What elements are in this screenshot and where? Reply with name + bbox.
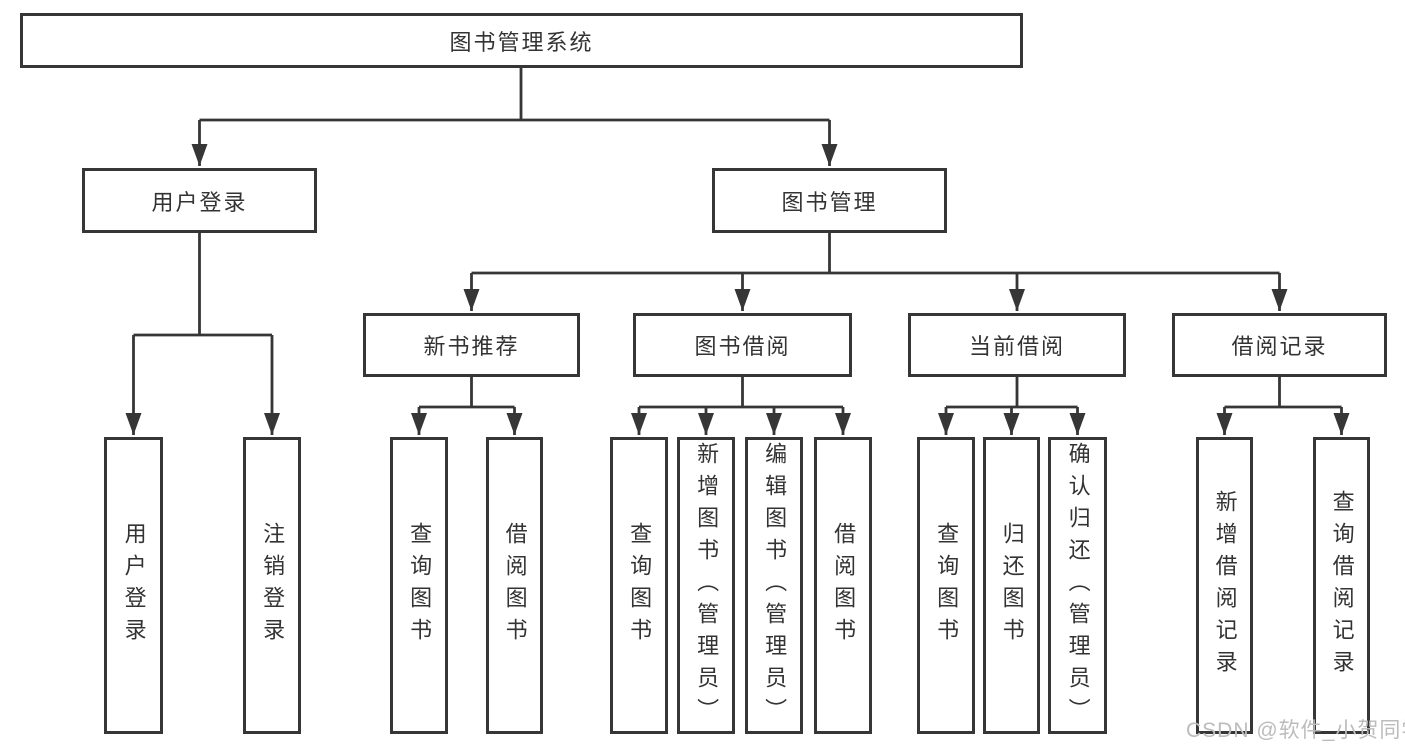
- connector-borrow-records-to-leaves: [1216, 377, 1350, 435]
- node-root: 图书管理系统: [20, 13, 1023, 68]
- leaf-query-books-2: 查询图书: [610, 437, 668, 734]
- node-user-login: 用户登录: [82, 168, 317, 233]
- connector-book-borrow-to-leaves: [631, 377, 851, 435]
- csdn-watermark: CSDN @软件_小贺同学: [1186, 719, 1405, 742]
- node-label: 用户登录: [121, 521, 147, 650]
- node-label: 新增图书（管理员）: [694, 441, 720, 730]
- node-label: 编辑图书（管理员）: [762, 441, 788, 730]
- leaf-user-login: 用户登录: [104, 437, 163, 734]
- node-label: 借阅图书: [831, 521, 857, 650]
- connector-trunk: [946, 377, 1078, 409]
- node-label: 注销登录: [260, 521, 286, 650]
- connector-trunk: [199, 68, 830, 122]
- leaf-query-borrow-record: 查询借阅记录: [1313, 437, 1370, 734]
- leaf-query-books-3: 查询图书: [917, 437, 975, 734]
- node-book-borrow: 图书借阅: [633, 313, 852, 377]
- node-label: 当前借阅: [968, 334, 1065, 359]
- leaf-add-book-admin: 新增图书（管理员）: [677, 437, 735, 734]
- node-book-management: 图书管理: [712, 168, 947, 233]
- node-label: 归还图书: [999, 521, 1025, 650]
- node-label: 查询借阅记录: [1329, 489, 1355, 682]
- connector-current-borrow-to-leaves: [938, 377, 1086, 435]
- node-label: 查询图书: [407, 521, 433, 650]
- node-label: 新增借阅记录: [1212, 489, 1238, 682]
- node-label: 查询图书: [934, 521, 960, 650]
- node-new-book-recommend: 新书推荐: [363, 313, 580, 377]
- connector-root-to-level2: [191, 68, 838, 166]
- leaf-logout: 注销登录: [243, 437, 301, 734]
- node-label: 查询图书: [627, 521, 653, 650]
- connector-trunk: [419, 377, 515, 409]
- connector-user-login-to-leaves: [125, 233, 280, 435]
- connector-trunk: [1224, 377, 1342, 409]
- node-label: 确认归还（管理员）: [1065, 441, 1091, 730]
- node-borrow-records: 借阅记录: [1172, 313, 1387, 377]
- connector-book-mgmt-to-level3: [463, 233, 1288, 311]
- leaf-confirm-return-admin: 确认归还（管理员）: [1048, 437, 1107, 734]
- leaf-return-book: 归还图书: [983, 437, 1040, 734]
- node-label: 借阅图书: [502, 521, 528, 650]
- leaf-query-books-1: 查询图书: [390, 437, 448, 734]
- leaf-borrow-books-1: 借阅图书: [486, 437, 543, 734]
- leaf-borrow-books-2: 借阅图书: [814, 437, 872, 734]
- node-current-borrow: 当前借阅: [908, 313, 1126, 377]
- node-label: 借阅记录: [1231, 334, 1328, 359]
- leaf-edit-book-admin: 编辑图书（管理员）: [745, 437, 803, 734]
- connector-new-book-to-leaves: [411, 377, 523, 435]
- node-label: 图书管理: [781, 189, 878, 215]
- node-label: 新书推荐: [423, 334, 520, 359]
- connector-trunk: [471, 233, 1280, 275]
- connector-trunk: [133, 233, 272, 337]
- node-label: 用户登录: [151, 189, 248, 215]
- node-label: 图书管理系统: [449, 29, 594, 55]
- node-label: 图书借阅: [694, 334, 791, 359]
- connector-trunk: [639, 377, 843, 409]
- leaf-add-borrow-record: 新增借阅记录: [1196, 437, 1253, 734]
